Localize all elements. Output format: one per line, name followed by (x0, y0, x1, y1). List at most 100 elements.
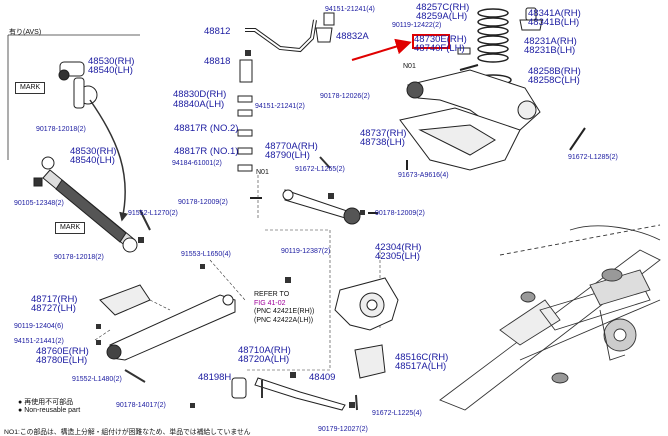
part-90179-12027[interactable]: 90179-12027(2) (318, 426, 368, 433)
refer-line-1: REFER TO (254, 291, 290, 298)
part-48738[interactable]: 48738(LH) (360, 137, 405, 148)
part-48231A-group[interactable]: 48231A(RH) 48231B(LH) (524, 36, 577, 56)
part-48717[interactable]: 48717(RH) (31, 294, 78, 305)
part-48540-lh-b[interactable]: 48540(LH) (70, 155, 115, 166)
part-48817R-no2[interactable]: 48817R (NO.2) (174, 123, 239, 134)
part-48730E[interactable]: 48730E(RH) (414, 34, 467, 45)
part-48540-lh-a[interactable]: 48540(LH) (88, 65, 133, 76)
part-48740F[interactable]: 48740F(LH) (414, 43, 465, 54)
part-48341B[interactable]: 48341B(LH) (528, 17, 580, 28)
part-90178-12018-a[interactable]: 90178-12018(2) (36, 126, 86, 133)
part-42304[interactable]: 42304(RH) (375, 242, 422, 253)
part-48530-rh-a[interactable]: 48530(RH) (88, 56, 135, 67)
part-94151-21241-2[interactable]: 94151-21241(2) (255, 103, 305, 110)
part-48717-group[interactable]: 48717(RH) 48727(LH) (31, 294, 78, 314)
part-42305[interactable]: 42305(LH) (375, 251, 420, 262)
legend-symbol-2: ● (18, 407, 23, 414)
refer-line-4: (PNC 42422A(LH)) (254, 316, 314, 324)
part-48530-rh-b[interactable]: 48530(RH) (70, 146, 117, 157)
part-48710A-group[interactable]: 48710A(RH) 48720A(LH) (238, 345, 291, 365)
part-48830D[interactable]: 48830D(RH) (173, 89, 227, 100)
part-48517A[interactable]: 48517A(LH) (395, 361, 447, 372)
n01-label-b: N01 (403, 63, 416, 70)
legend-item-2: ● Non-reusable part (18, 407, 80, 414)
legend-text-1: 再使用不可部品 (24, 399, 74, 406)
part-48341A[interactable]: 48341A(RH) (528, 8, 581, 19)
part-48817R-no1[interactable]: 48817R (NO.1) (174, 146, 239, 157)
part-48727[interactable]: 48727(LH) (31, 303, 76, 314)
part-48530-lower[interactable]: 48530(RH) 48540(LH) (70, 146, 117, 166)
part-90119-12404[interactable]: 90119-12404(6) (14, 323, 64, 330)
part-48760E[interactable]: 48760E(RH) (36, 346, 89, 357)
part-48257C-group[interactable]: 48257C(RH) 48259A(LH) (416, 2, 470, 22)
footnote: NO1:この部品は、構造上分解・組付けが困難なため、単品では補給していません (4, 429, 251, 436)
part-90178-12018-b[interactable]: 90178-12018(2) (54, 254, 104, 261)
part-48341A-group[interactable]: 48341A(RH) 48341B(LH) (528, 8, 581, 28)
part-90178-12009-b[interactable]: 90178-12009(2) (375, 210, 425, 217)
part-48830D-group[interactable]: 48830D(RH) 48840A(LH) (173, 90, 226, 110)
upper-arm-drawing (406, 69, 541, 131)
part-48780E[interactable]: 48780E(LH) (36, 355, 88, 366)
lower-link-drawing (231, 377, 346, 411)
part-90105-12348[interactable]: 90105-12348(2) (14, 200, 64, 207)
part-48259A[interactable]: 48259A(LH) (416, 11, 468, 22)
part-90119-12387[interactable]: 90119-12387(2) (281, 248, 331, 255)
part-48231B[interactable]: 48231B(LH) (524, 45, 576, 56)
part-48530-upper[interactable]: 48530(RH) 48540(LH) (88, 56, 135, 76)
refer-line-2[interactable]: FIG 41-02 (254, 299, 286, 307)
part-48516C[interactable]: 48516C(RH) (395, 352, 449, 363)
part-48737[interactable]: 48737(RH) (360, 128, 407, 139)
part-42304-group[interactable]: 42304(RH) 42305(LH) (375, 242, 422, 262)
part-91673-A9616[interactable]: 91673-A9616(4) (398, 172, 449, 179)
part-91552-L1270[interactable]: 91552-L1270(2) (128, 210, 178, 217)
part-91672-L1285[interactable]: 91672-L1285(2) (568, 154, 618, 161)
part-48258C[interactable]: 48258C(LH) (528, 75, 580, 86)
part-48790[interactable]: 48790(LH) (265, 150, 310, 161)
part-48770A[interactable]: 48770A(RH) (265, 141, 318, 152)
n01-label-a: N01 (256, 169, 269, 176)
part-90178-14017[interactable]: 90178-14017(2) (116, 402, 166, 409)
part-48258B[interactable]: 48258B(RH) (528, 66, 581, 77)
toe-link-drawing (250, 189, 378, 225)
part-48812[interactable]: 48812 (204, 26, 231, 37)
part-48737-group[interactable]: 48737(RH) 48738(LH) (360, 128, 407, 148)
part-90119-12422[interactable]: 90119-12422(2) (392, 22, 442, 29)
mark-box-upper: MARK (15, 82, 46, 94)
part-94184-61001[interactable]: 94184-61001(2) (172, 160, 222, 167)
legend-symbol-1: ● (18, 399, 23, 406)
part-48770A-group[interactable]: 48770A(RH) 48790(LH) (265, 141, 318, 161)
part-48409[interactable]: 48409 (309, 372, 336, 383)
part-91553-L1650[interactable]: 91553-L1650(4) (181, 251, 231, 258)
part-48257C[interactable]: 48257C(RH) (416, 2, 470, 13)
legend-text-2: Non-reusable part (24, 407, 81, 414)
part-48730E-group[interactable]: 48730E(RH) 48740F(LH) (414, 34, 467, 54)
highlight-48730E (412, 34, 450, 49)
part-48840A[interactable]: 48840A(LH) (173, 99, 225, 110)
part-91672-L1225[interactable]: 91672-L1225(4) (372, 410, 422, 417)
legend-item-1: ● 再使用不可部品 (18, 397, 73, 407)
stabilizer-link-drawing (58, 61, 98, 109)
part-48818[interactable]: 48818 (204, 56, 231, 67)
part-48720A[interactable]: 48720A(LH) (238, 354, 290, 365)
shock-absorber-drawing (33, 156, 138, 253)
rear-suspension-assembly-drawing (439, 224, 661, 411)
part-90178-12026[interactable]: 90178-12026(2) (320, 93, 370, 100)
part-94151-21241-4[interactable]: 94151-21241(4) (325, 6, 375, 13)
part-48198H[interactable]: 48198H (198, 372, 232, 383)
part-48760E-group[interactable]: 48760E(RH) 48780E(LH) (36, 346, 89, 366)
part-91552-L1480[interactable]: 91552-L1480(2) (72, 376, 122, 383)
part-94151-21441[interactable]: 94151-21441(2) (14, 338, 64, 345)
part-48832A[interactable]: 48832A (336, 31, 369, 42)
part-90178-12009-a[interactable]: 90178-12009(2) (178, 199, 228, 206)
lower-arm-drawing (99, 284, 236, 361)
knuckle-drawing (334, 277, 399, 379)
part-48231A[interactable]: 48231A(RH) (524, 36, 577, 47)
carrier-bracket-drawing (399, 107, 521, 171)
refer-to-note: REFER TO FIG 41-02 (PNC 42421E(RH)) (PNC… (254, 291, 314, 325)
refer-line-3: (PNC 42421E(RH)) (254, 308, 315, 315)
part-48710A[interactable]: 48710A(RH) (238, 345, 291, 356)
part-48258B-group[interactable]: 48258B(RH) 48258C(LH) (528, 66, 581, 86)
part-91672-L1265[interactable]: 91672-L1265(2) (295, 166, 345, 173)
part-48516C-group[interactable]: 48516C(RH) 48517A(LH) (395, 352, 449, 372)
